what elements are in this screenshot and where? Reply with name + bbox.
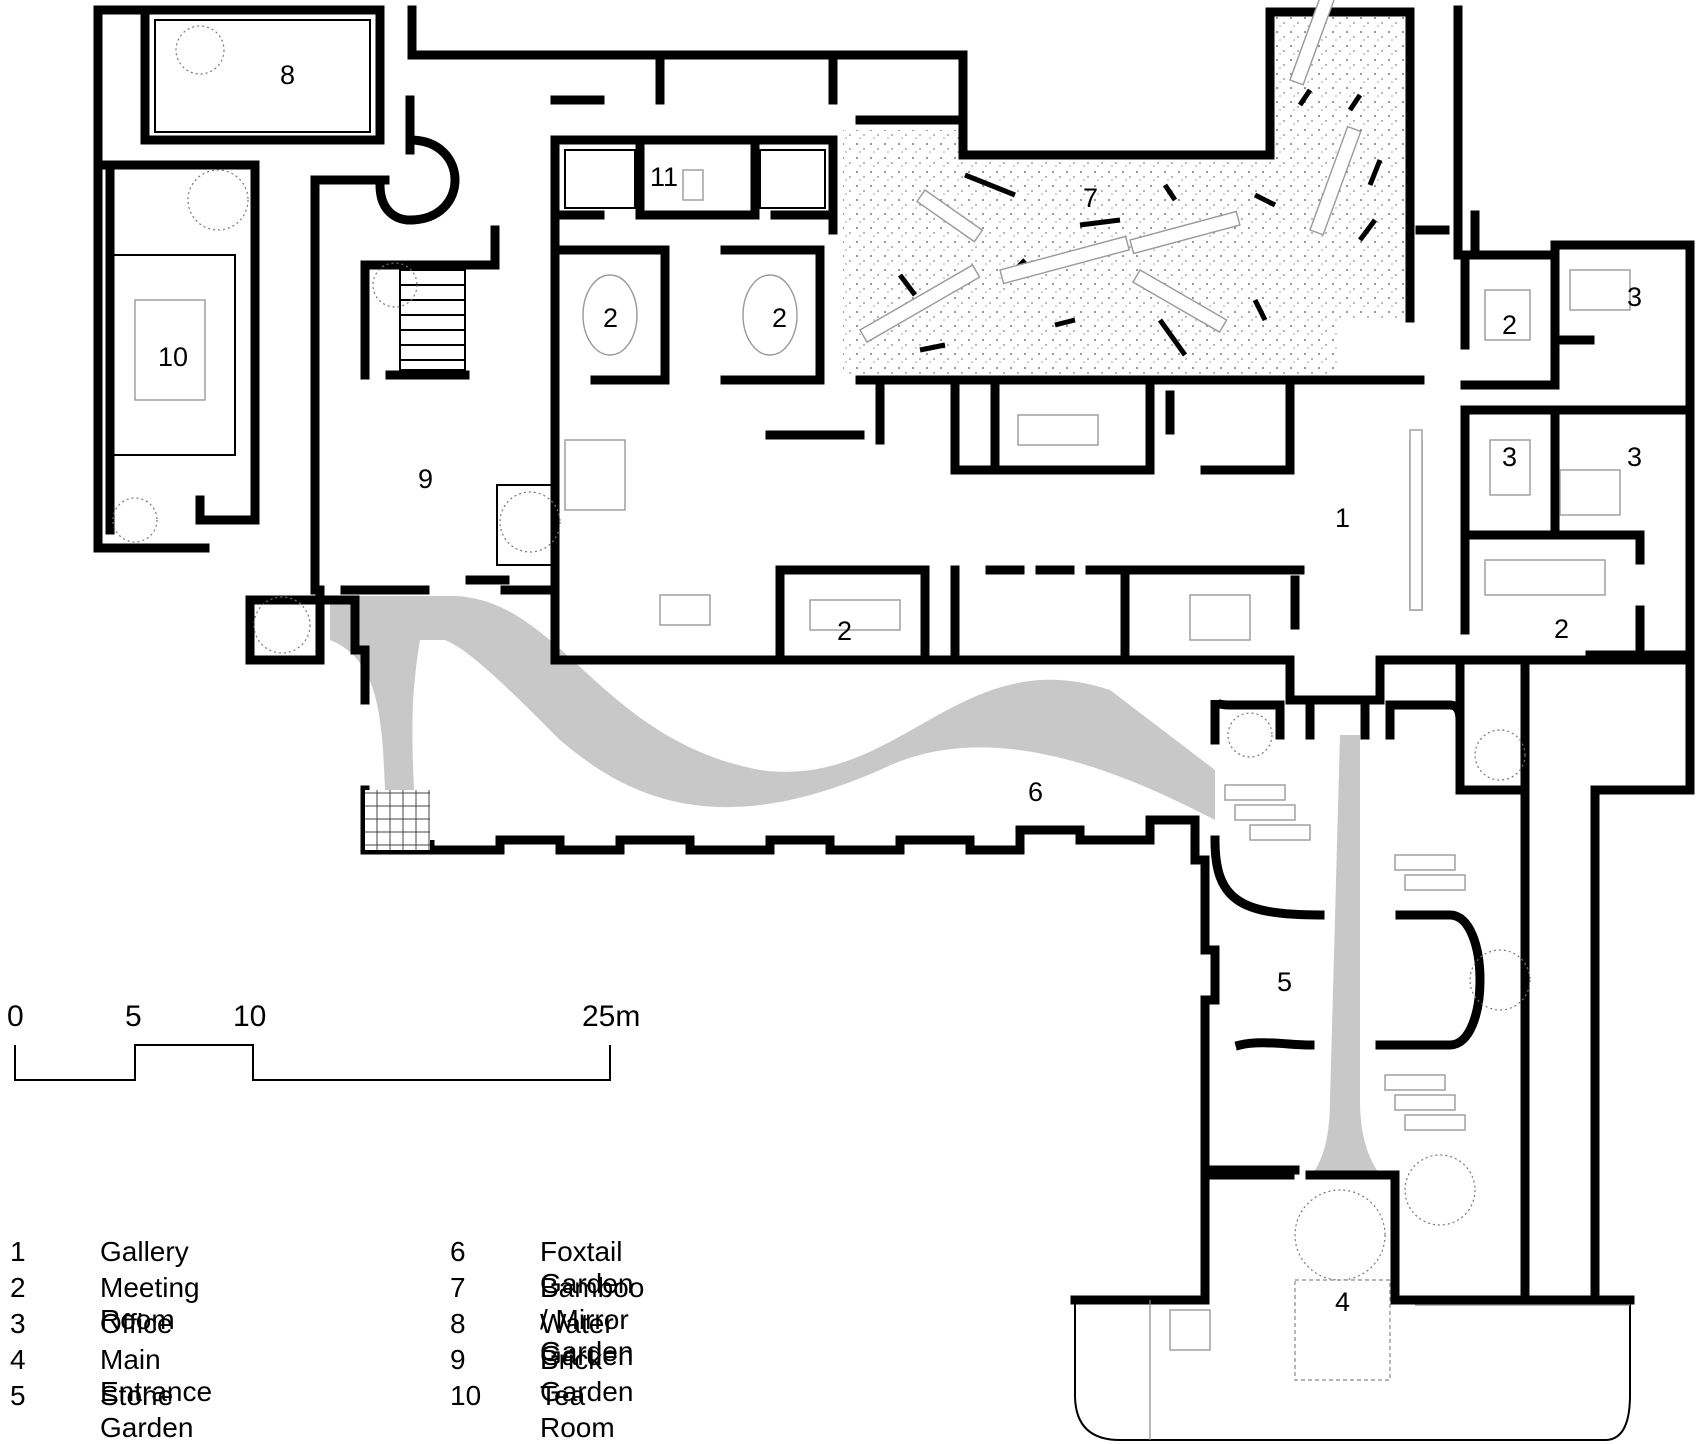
scale-tick-0: 0 — [7, 1000, 24, 1033]
foxtail-garden-path — [330, 596, 1215, 820]
legend-label: Gallery — [100, 1236, 189, 1267]
bamboo-stalks — [859, 0, 1362, 344]
legend-num: 4 — [10, 1344, 26, 1375]
legend-num: 5 — [10, 1380, 26, 1411]
scale-bar — [14, 1044, 611, 1081]
legend-label: Main Entrance — [100, 1344, 213, 1407]
toilet-block — [564, 149, 826, 209]
legend-label: Brick Garden — [540, 1344, 634, 1407]
legend-label: Tea Room — [540, 1380, 615, 1443]
stone-garden-walls — [1210, 655, 1485, 1051]
legend-label: Meeting Room — [100, 1272, 200, 1335]
legend-label: Water Garden — [540, 1308, 634, 1371]
tea-room-tatami — [134, 299, 206, 401]
lounge-plant-bed — [496, 484, 556, 566]
legend-num: 3 — [10, 1308, 26, 1339]
grid-paving — [365, 790, 430, 850]
legend-num: 8 — [450, 1308, 466, 1339]
outer-walls — [93, 5, 1695, 1305]
tea-room-platform — [109, 254, 236, 456]
legend-label: Bamboo / Mirror Garden — [540, 1272, 645, 1367]
scale-tick-5: 5 — [125, 1000, 142, 1033]
legend-num: 10 — [450, 1380, 482, 1411]
legend-num: 6 — [450, 1236, 466, 1267]
legend-num: 7 — [450, 1272, 466, 1303]
bamboo-garden-gravel — [843, 12, 1410, 375]
legend-num: 9 — [450, 1344, 466, 1375]
scale-tick-10: 10 — [233, 1000, 267, 1033]
gallery-display-bench — [1409, 429, 1423, 611]
stepping-stones — [1224, 784, 1466, 1131]
legend-num: 2 — [10, 1272, 26, 1303]
legend-label: Office — [100, 1308, 173, 1339]
legend-label: Foxtail Garden — [540, 1236, 634, 1299]
trees — [112, 25, 1531, 1226]
stair — [399, 269, 466, 371]
scale-tick-25m: 25m — [582, 1000, 641, 1033]
entrance-forecourt — [1074, 1189, 1631, 1441]
stone-garden-path — [1312, 735, 1380, 1175]
water-garden-pond — [154, 19, 371, 133]
legend-label: Stone Garden — [100, 1380, 194, 1443]
spiral-stair — [375, 135, 460, 225]
interior-walls — [100, 5, 1695, 795]
legend-num: 1 — [10, 1236, 26, 1267]
